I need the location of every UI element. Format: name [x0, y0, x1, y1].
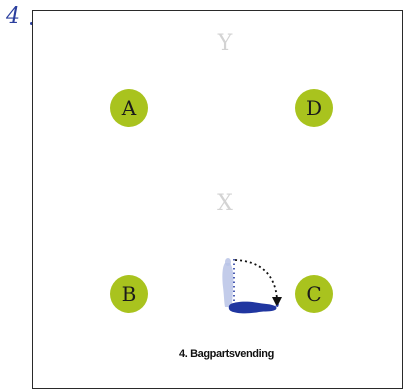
- point-x-label: X: [217, 191, 233, 216]
- figure-caption: 4. Bagpartsvending: [179, 348, 274, 360]
- marker-a: A: [110, 89, 148, 127]
- marker-d: D: [295, 89, 333, 127]
- marker-c: C: [295, 275, 333, 313]
- dressage-arena: Y X A D B C: [32, 10, 403, 389]
- marker-b: B: [110, 275, 148, 313]
- horse-top-view-icon: [228, 301, 279, 314]
- dotted-turn-arrow-icon: [234, 259, 278, 300]
- page-number-dot: [30, 22, 33, 25]
- page-number: 4: [6, 4, 20, 29]
- arrow-head-icon: [272, 297, 282, 307]
- horse-start-position-icon: [222, 258, 234, 307]
- point-y-label: Y: [217, 31, 233, 56]
- turn-figure: [222, 258, 282, 314]
